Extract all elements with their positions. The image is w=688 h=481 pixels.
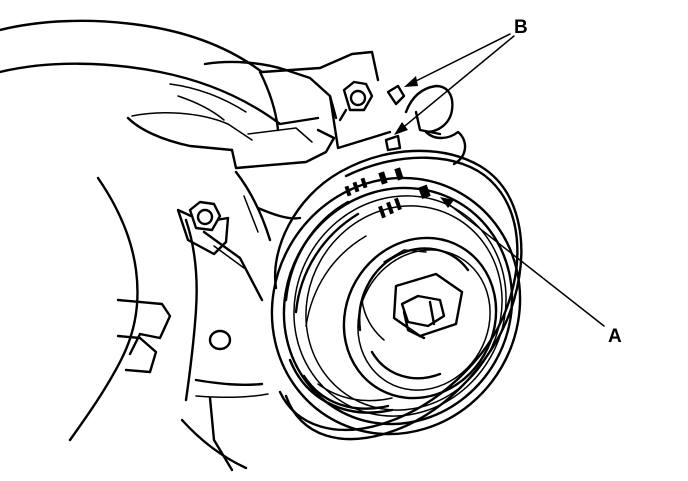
timing-cover <box>0 19 392 170</box>
bolt-upper <box>338 80 374 122</box>
callout-a-leader <box>440 197 605 327</box>
timing-marks <box>344 167 431 219</box>
crank-pulley <box>270 149 523 441</box>
pointer-bracket <box>384 84 467 166</box>
engine-block <box>68 170 302 472</box>
crank-hub <box>361 272 464 341</box>
callout-b-leaders <box>394 33 515 135</box>
callout-label-b: B <box>514 17 528 38</box>
bolt-lower <box>188 200 222 232</box>
callout-label-a: A <box>608 326 622 347</box>
